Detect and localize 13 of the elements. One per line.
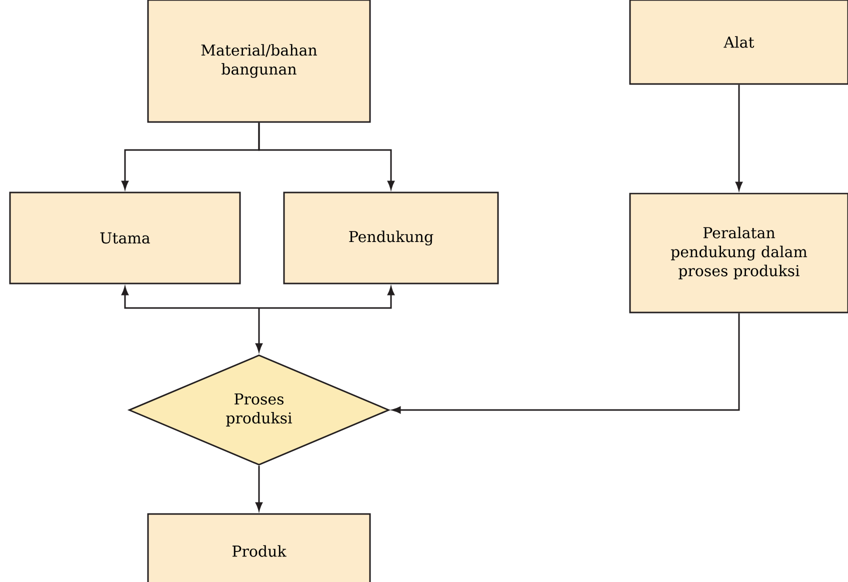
arrow: [392, 313, 740, 414]
tool-box: Alat: [629, 0, 848, 85]
material-box: Material/bahan bangunan: [147, 0, 371, 123]
process-box: Pendukung: [283, 192, 499, 284]
process-box: Utama: [9, 192, 241, 284]
arrow: [736, 84, 742, 190]
arrow: [122, 286, 259, 309]
product-box: Produk: [147, 513, 371, 582]
arrow: [256, 466, 262, 511]
process-box: Peralatan pendukung dalam proses produksi: [629, 192, 848, 314]
arrow: [258, 122, 394, 190]
arrow: [259, 286, 394, 309]
arrow: [256, 308, 262, 352]
